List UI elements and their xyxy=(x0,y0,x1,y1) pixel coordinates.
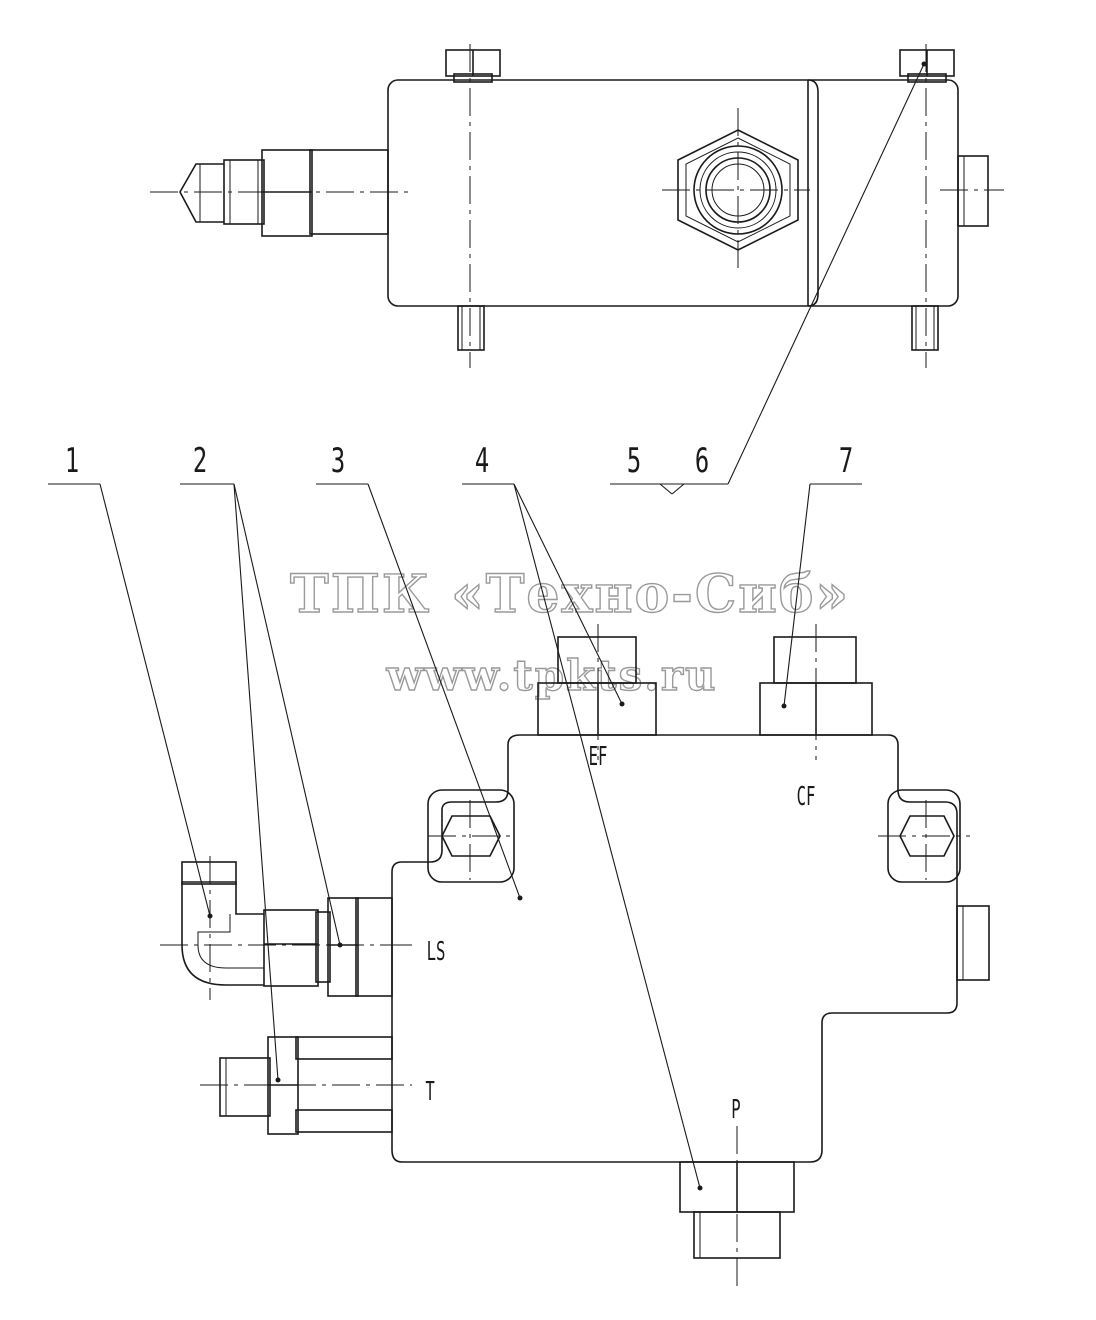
main-view xyxy=(160,624,990,1286)
callout-number: 3 xyxy=(331,441,345,480)
callout-number-5: 5 xyxy=(627,441,641,480)
callout-4: 4 xyxy=(462,441,703,1191)
port-label-cf: CF xyxy=(797,782,816,812)
callout-3: 3 xyxy=(316,441,523,901)
callout-1: 1 xyxy=(48,441,213,919)
callout-number: 4 xyxy=(475,441,489,480)
main-view-bolt-right xyxy=(878,800,970,880)
callout-number: 1 xyxy=(65,441,79,480)
right-plug xyxy=(956,905,990,981)
fitting-cf xyxy=(759,624,873,760)
top-view-stud-left xyxy=(457,305,485,351)
top-view-stud-right xyxy=(911,305,939,351)
port-label-ef: EF xyxy=(589,742,608,772)
port-label-ls: LS xyxy=(427,937,446,967)
top-view-left-fitting xyxy=(179,149,389,237)
callout-number: 2 xyxy=(193,441,207,480)
top-view xyxy=(150,44,1004,368)
watermark-title: ТПК «Техно-Сиб» xyxy=(290,564,850,625)
fitting-p xyxy=(679,1126,795,1286)
fitting-t xyxy=(200,1036,412,1135)
top-view-right-port xyxy=(957,155,989,227)
fitting-ef xyxy=(537,624,657,760)
port-label-p: P xyxy=(731,1095,740,1125)
callout-number: 7 xyxy=(839,441,853,480)
top-view-body xyxy=(387,79,959,307)
port-label-t: T xyxy=(425,1077,434,1107)
top-view-bolt-right xyxy=(899,49,955,83)
watermark-url: www.tpkts.ru xyxy=(385,651,717,700)
top-view-bolt-left xyxy=(445,49,501,83)
fitting-ls xyxy=(160,856,412,1000)
main-view-body xyxy=(391,734,958,1163)
callout-7: 7 xyxy=(781,441,862,709)
callout-number-6: 6 xyxy=(695,441,709,480)
callout-5-6: 5 6 xyxy=(610,61,927,495)
callout-2: 2 xyxy=(180,441,343,1083)
